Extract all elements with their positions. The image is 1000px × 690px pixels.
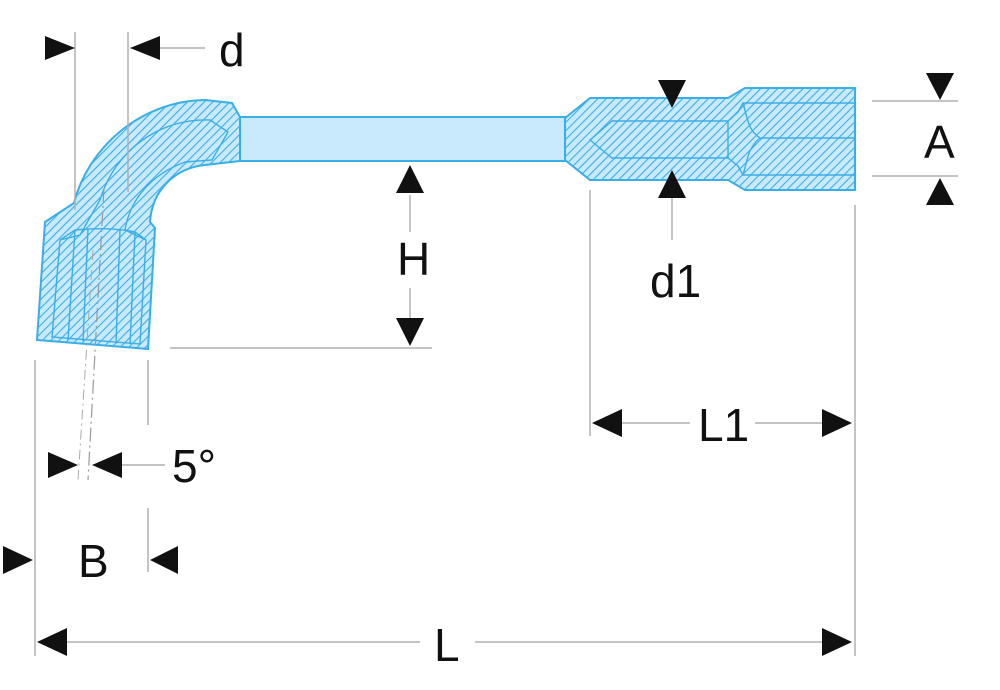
arrow-right-icon [45,36,75,60]
arrow-left-icon [592,409,622,437]
dimension-A: A [872,73,958,205]
arrow-up-icon [396,165,424,193]
arrow-left-icon [130,36,160,60]
arrow-up-icon [926,178,954,205]
arrow-right-icon [822,409,852,437]
arrow-left-icon [37,628,67,656]
hex-socket-lines [59,227,147,345]
label-A: A [924,116,955,168]
label-d: d [219,24,245,76]
bent-socket-head [35,98,241,351]
arrow-down-icon [658,80,686,108]
arrow-up-icon [658,170,686,198]
dimension-d: d [45,24,245,210]
arrow-down-icon [396,318,424,346]
label-H: H [397,233,430,285]
label-B: B [78,535,109,587]
wrench-shaft [235,116,571,162]
dimension-angle: 5° [48,440,216,492]
vertical-reference-line [77,249,94,481]
label-d1: d1 [650,255,701,307]
dimension-d1: d1 [650,80,701,307]
arrow-right-icon [3,546,33,574]
dimension-B: B [3,360,178,656]
straight-socket-head [564,87,856,191]
arrow-left-icon [150,546,178,574]
arrow-right-icon [822,628,852,656]
label-L1: L1 [698,399,749,451]
wrench-body [35,87,856,481]
dimension-L1: L1 [589,190,856,656]
label-angle: 5° [172,440,216,492]
straight-socket-bore [588,102,856,176]
arrow-right-icon [48,452,78,478]
dimension-H: H [170,165,432,349]
label-L: L [434,619,460,671]
hex-socket-lines-right [727,102,855,176]
centerline [87,187,105,481]
arrow-left-icon [92,452,122,478]
dimension-L: L [37,619,852,671]
arrow-down-icon [926,73,954,100]
